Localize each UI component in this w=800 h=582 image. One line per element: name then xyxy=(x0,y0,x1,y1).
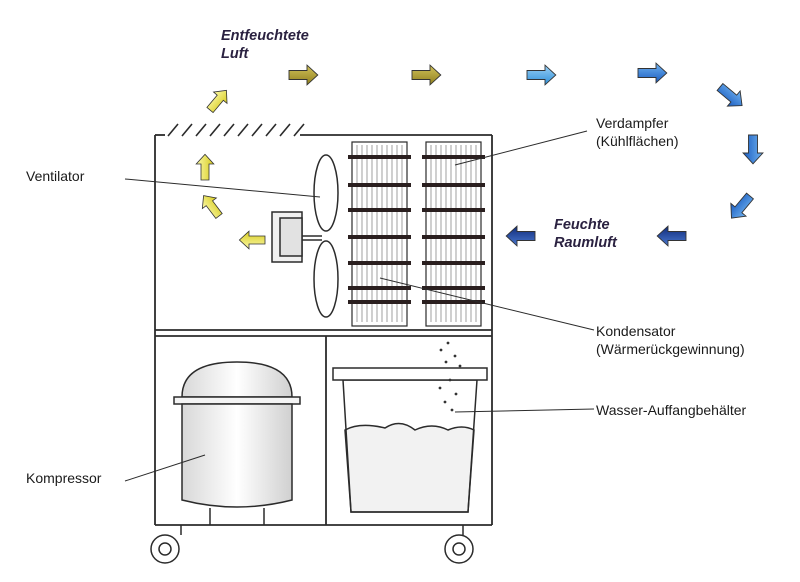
arrow-icon xyxy=(637,62,668,84)
label-compressor: Kompressor xyxy=(26,470,102,486)
arrow-icon xyxy=(526,64,557,86)
fan xyxy=(271,154,339,318)
compressor xyxy=(173,361,301,525)
label-water-tank: Wasser-Auffangbehälter xyxy=(596,402,747,418)
arrow-icon xyxy=(656,225,687,247)
fan-blade-upper xyxy=(313,154,339,232)
arrow-icon xyxy=(196,189,227,222)
label-dehumidified-air: Entfeuchtete Luft xyxy=(221,28,309,62)
arrow-icon xyxy=(723,189,759,225)
label-condenser: Kondensator (Wärmerückgewinnung) xyxy=(596,323,745,357)
label-humid-room-air: Feuchte Raumluft xyxy=(554,217,617,251)
wheel-icon xyxy=(150,525,474,564)
leader-lines xyxy=(124,130,595,482)
arrow-icon xyxy=(411,64,442,86)
label-fan: Ventilator xyxy=(26,168,85,184)
cabinet xyxy=(154,134,493,526)
water-tank xyxy=(332,367,488,513)
arrow-icon xyxy=(505,225,536,247)
arrow-icon xyxy=(288,64,319,86)
arrow-icon xyxy=(195,153,215,181)
arrow-icon xyxy=(238,230,266,250)
arrow-icon xyxy=(742,134,764,165)
arrow-icon xyxy=(202,84,234,117)
exhaust-grille xyxy=(167,123,305,137)
arrow-icon xyxy=(713,78,749,114)
water-droplets xyxy=(438,341,462,412)
evaporator-fins xyxy=(348,141,485,327)
fan-blade-lower xyxy=(313,240,339,318)
label-evaporator: Verdampfer (Kühlflächen) xyxy=(596,115,679,149)
